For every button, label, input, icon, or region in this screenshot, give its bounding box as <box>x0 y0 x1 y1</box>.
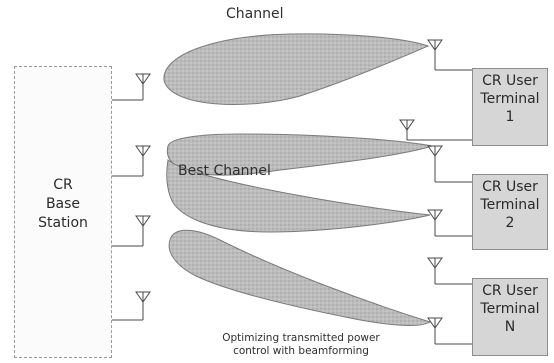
caption-line: Optimizing transmitted power <box>222 332 380 344</box>
beam-lobe-top <box>163 33 430 105</box>
beam-lobe-bottom <box>168 229 432 326</box>
beam-lobe-best-lower <box>166 159 431 233</box>
terminal-1-antenna-b-icon <box>399 119 472 141</box>
best-channel-label: Best Channel <box>178 163 271 179</box>
caption-line: control with beamforming <box>233 345 369 357</box>
base-antenna-2-icon <box>112 145 151 177</box>
terminal-label-line: 1 <box>505 109 515 125</box>
base-antenna-4-icon <box>112 291 151 321</box>
terminal-label-line: CR User <box>482 73 538 89</box>
base-station-label: CR Base Station <box>14 176 112 233</box>
terminal-label-line: 2 <box>505 215 515 231</box>
terminal-2-antenna-b-icon <box>427 209 472 237</box>
cr-user-terminal-2: CR User Terminal 2 <box>472 174 548 250</box>
channel-label: Channel <box>226 6 284 22</box>
base-antenna-1-icon <box>112 73 151 101</box>
base-station-label-line: Station <box>38 215 88 231</box>
terminal-label-line: CR User <box>482 283 538 299</box>
terminal-label-line: CR User <box>482 179 538 195</box>
base-antenna-3-icon <box>112 215 151 247</box>
base-station-label-line: CR <box>53 177 73 193</box>
terminal-label-line: Terminal <box>480 197 540 213</box>
cr-user-terminal-1: CR User Terminal 1 <box>472 68 548 146</box>
terminal-n-antenna-a-icon <box>427 257 472 285</box>
base-station-label-line: Base <box>45 196 81 212</box>
terminal-1-antenna-a-icon <box>427 39 472 71</box>
terminal-label-line: N <box>504 319 516 335</box>
base-station-box <box>14 66 112 358</box>
terminal-label-line: Terminal <box>480 91 540 107</box>
terminal-n-antenna-b-icon <box>427 317 472 345</box>
terminal-2-antenna-a-icon <box>427 145 472 183</box>
terminal-label-line: Terminal <box>480 301 540 317</box>
beamforming-caption: Optimizing transmitted power control wit… <box>176 332 426 358</box>
cr-user-terminal-n: CR User Terminal N <box>472 278 548 356</box>
